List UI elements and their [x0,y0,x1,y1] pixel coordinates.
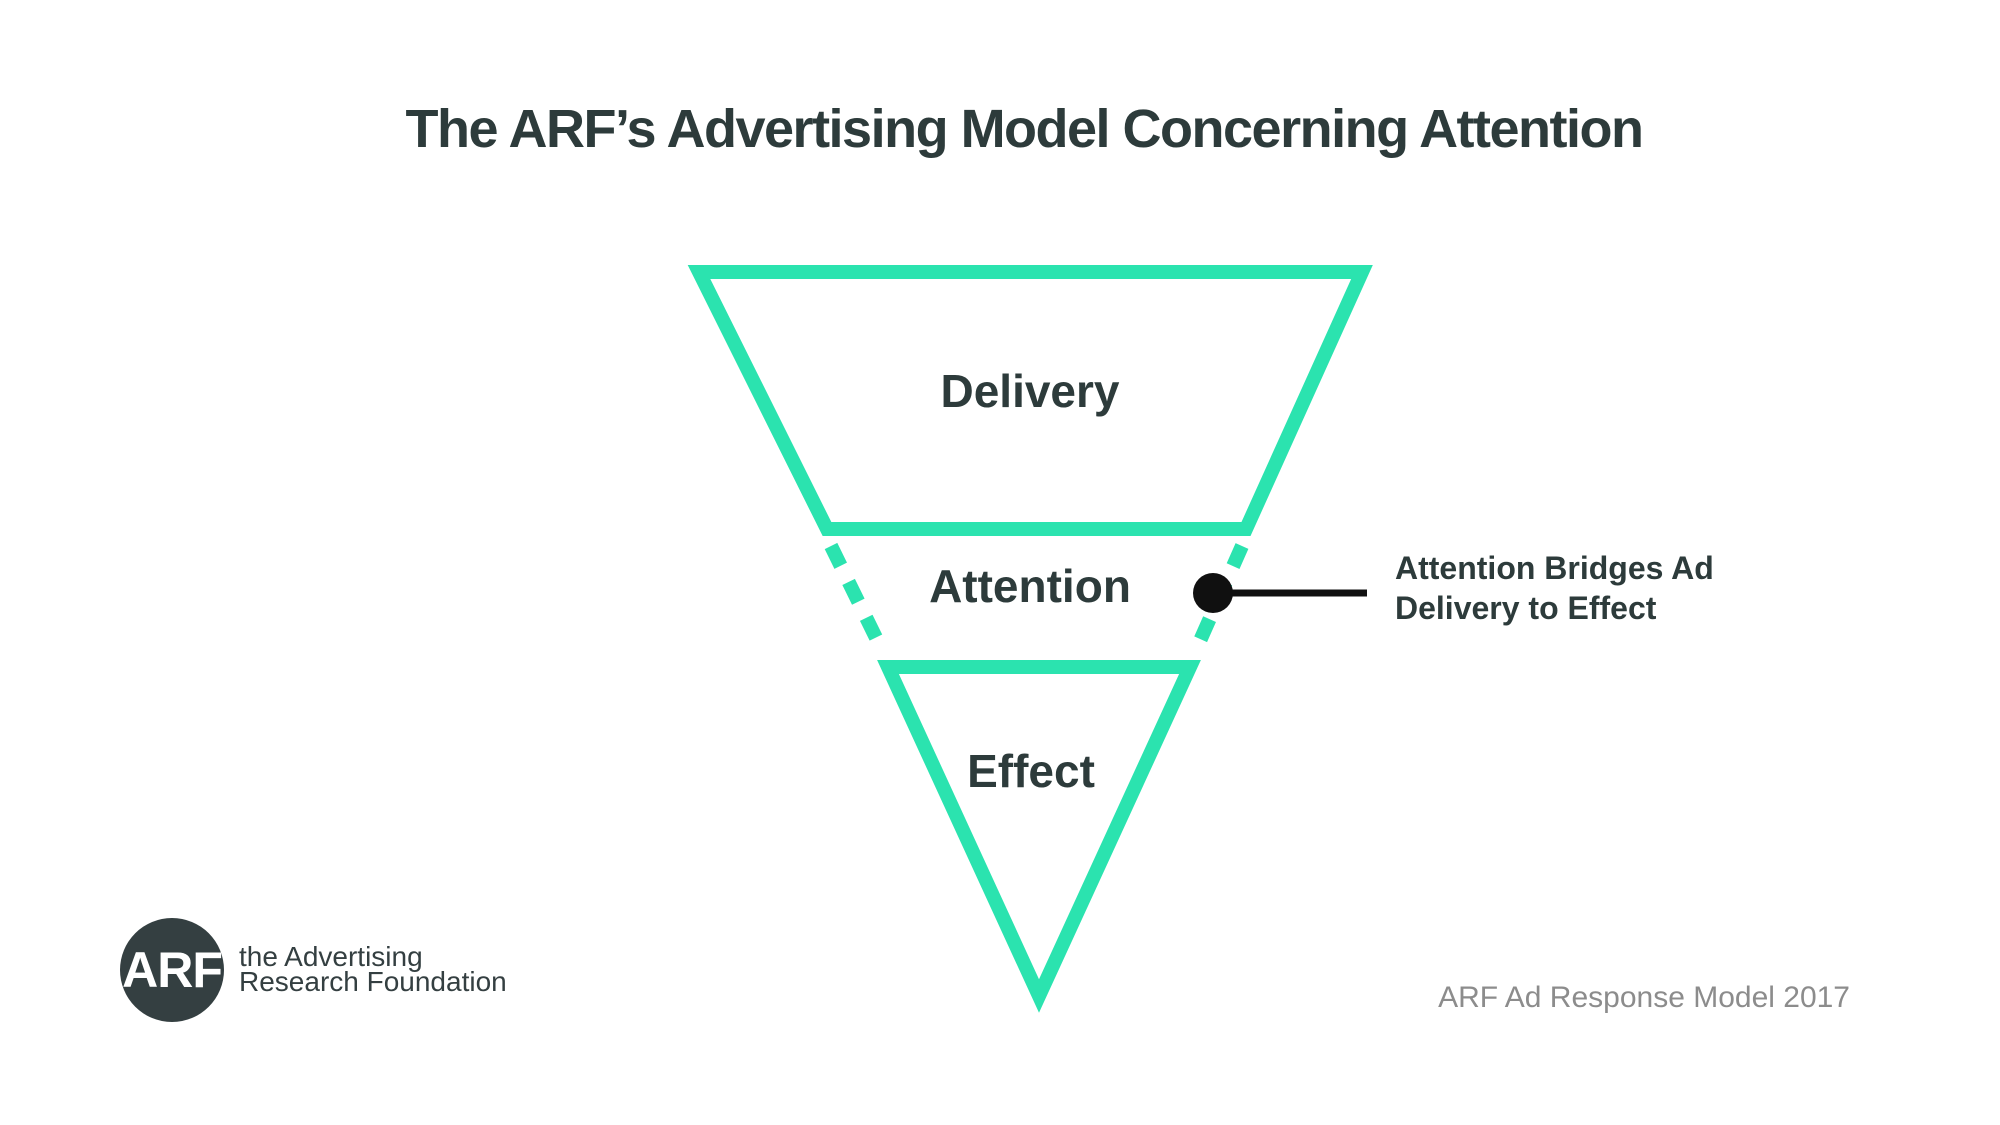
callout-text: Attention Bridges Ad Delivery to Effect [1395,548,1714,628]
attention-dashed-side-left [824,542,890,656]
arf-logo-wordmark-line1: the Advertising [239,941,423,972]
stage-label-delivery: Delivery [940,365,1120,417]
arf-logo-wordmark: the Advertising Research Foundation [239,941,507,997]
callout-text-line1: Attention Bridges Ad [1395,550,1714,586]
arf-logo-monogram: ARF [122,942,223,998]
diagram-title: The ARF’s Advertising Model Concerning A… [405,99,1645,159]
arf-logo-circle: ARF [120,918,224,1022]
stage-label-attention: Attention [929,560,1131,612]
delivery-trapezoid-outline [687,265,1373,536]
footer-credit: ARF Ad Response Model 2017 [1438,981,1850,1014]
arf-logo: ARF the Advertising Research Foundation [120,918,540,1022]
callout-text-line2: Delivery to Effect [1395,590,1657,626]
effect-triangle-outline [877,660,1201,1013]
arf-logo-wordmark-line2: Research Foundation [239,966,507,997]
stage-label-effect: Effect [967,745,1095,797]
callout-dot [1193,573,1233,613]
